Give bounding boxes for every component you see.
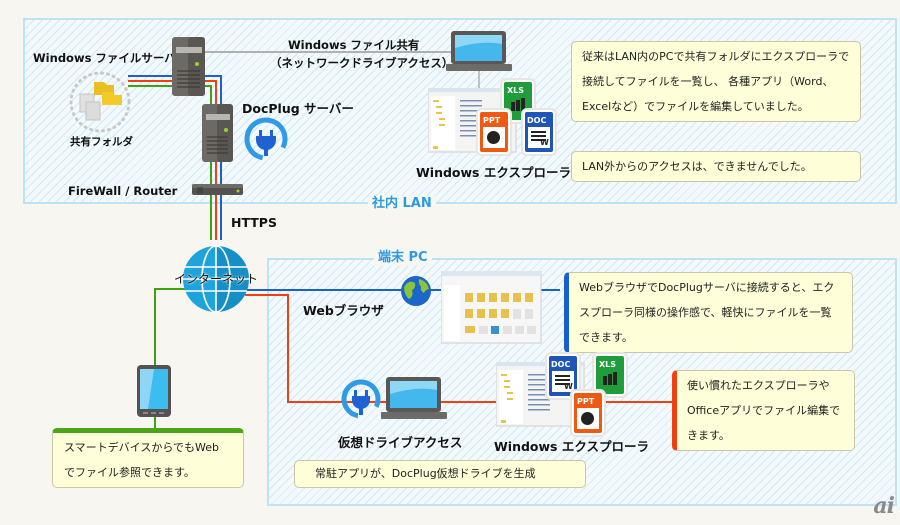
virtual-drive-label: 仮想ドライブアクセス — [338, 435, 463, 450]
web-access-note: WebブラウザでDocPlugサーバに接続すると、エクスプローラ同様の操作感で、… — [564, 272, 853, 353]
office-apps-note: 使い慣れたエクスプローラやOfficeアプリでファイル編集できます。 — [672, 370, 855, 451]
ppt-file-icon-bottom: PPT — [572, 391, 604, 435]
doc-file-icon-bottom: DOC W — [547, 354, 579, 398]
doc-file-icon-top: DOC W — [523, 110, 555, 154]
doc-badge-text-bottom: DOC — [551, 360, 571, 369]
legacy-note: 従来はLAN内のPCで共有フォルダにエクスプローラで接続してファイルを一覧し、 … — [571, 41, 861, 122]
file-server-label: Windows ファイルサーバー — [33, 51, 188, 65]
docplug-server-label: DocPlug サーバー — [242, 101, 354, 116]
web-browser-label: Webブラウザ — [303, 303, 384, 318]
https-label: HTTPS — [231, 215, 277, 230]
resident-app-note: 常駐アプリが、DocPlug仮想ドライブを生成 — [294, 460, 586, 488]
client-laptop-icon — [381, 377, 447, 419]
file-server-icon — [172, 37, 205, 96]
docplug-client-logo-icon — [341, 379, 381, 419]
docplug-server-icon — [202, 104, 233, 162]
terminal-zone-label: 端末 PC — [374, 250, 432, 266]
ppt-file-icon-top: PPT — [478, 110, 510, 154]
word-mark: W — [540, 138, 549, 147]
explorer-bottom-label: Windows エクスプローラ — [494, 439, 649, 454]
xls-badge-text-bottom: XLS — [599, 360, 617, 369]
xls-badge-text: XLS — [507, 86, 525, 95]
web-globe-icon — [401, 276, 431, 306]
laptop-icon — [446, 31, 512, 71]
firewall-label: FireWall / Router — [68, 184, 178, 198]
xls-file-icon-bottom: XLS — [594, 354, 626, 396]
internet-wire-red — [245, 294, 680, 403]
no-external-access-note: LAN外からのアクセスは、できませんでした。 — [571, 151, 861, 182]
shared-folder-icon — [69, 71, 131, 133]
doc-badge-text: DOC — [527, 116, 547, 125]
lan-zone-label: 社内 LAN — [368, 196, 436, 212]
router-icon — [192, 184, 243, 195]
docplug-logo-icon — [244, 117, 288, 161]
file-share-subtitle: （ネットワークドライブアクセス） — [270, 56, 454, 70]
smartphone-icon — [137, 365, 171, 417]
word-mark-bottom: W — [564, 382, 573, 391]
ppt-badge-text: PPT — [483, 116, 501, 125]
ppt-badge-text-bottom: PPT — [577, 397, 595, 406]
shared-folder-label: 共有フォルダ — [70, 136, 133, 148]
smart-device-note: スマートデバイスからでもWebでファイル参照できます。 — [52, 428, 244, 488]
ai-watermark-logo: ai — [873, 493, 895, 519]
file-share-title: Windows ファイル共有 — [288, 38, 420, 52]
internet-label: インターネット — [174, 272, 259, 286]
browser-window-icon — [441, 271, 542, 344]
internet-globe-icon — [183, 245, 249, 313]
explorer-top-label: Windows エクスプローラ — [416, 165, 571, 180]
xls-file-icon-top: XLS — [502, 80, 534, 122]
